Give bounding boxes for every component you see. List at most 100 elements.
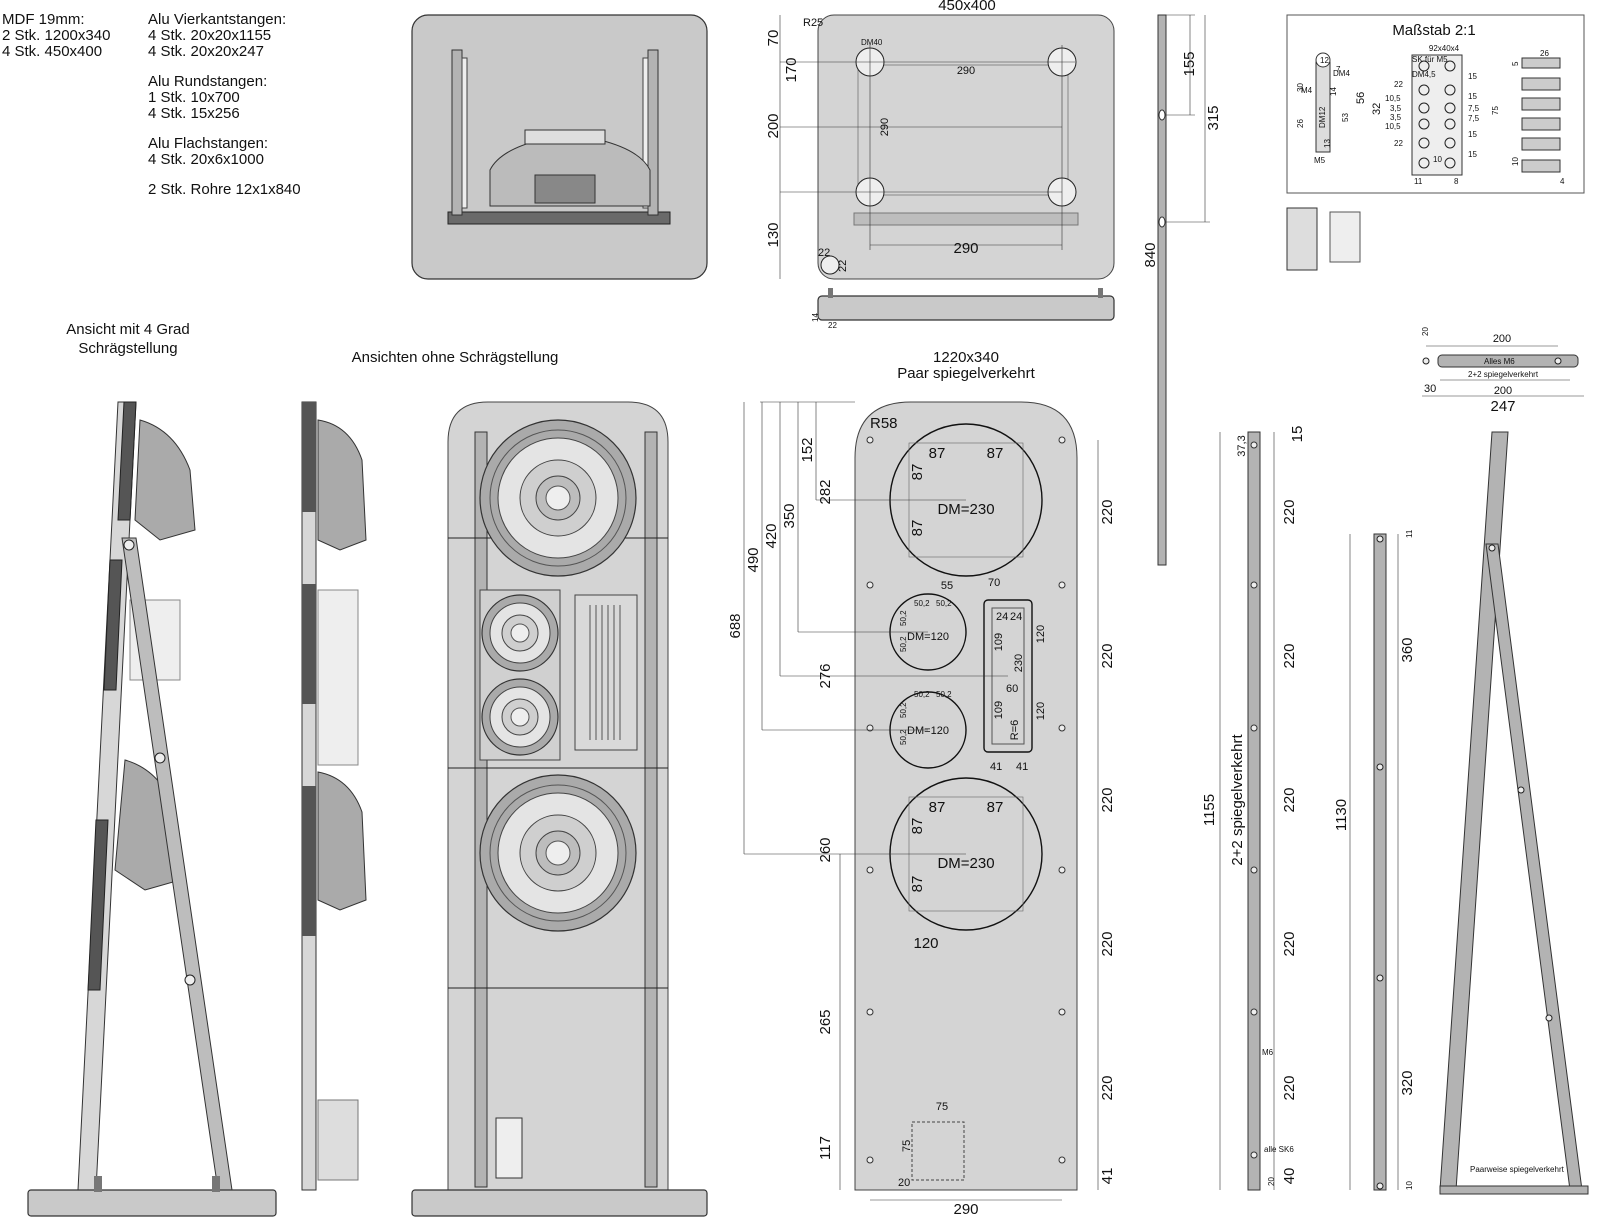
scale-d75: 75 xyxy=(1491,106,1500,115)
bottom-290: 290 xyxy=(953,1201,978,1218)
w2-87a: 87 xyxy=(929,799,946,816)
plate-size: 92x40x4 xyxy=(1429,44,1460,53)
flat-220d: 220 xyxy=(1281,931,1298,956)
base-plate-title: 450x400 xyxy=(938,0,996,14)
w1-87d: 87 xyxy=(909,520,926,537)
front-r58: R58 xyxy=(870,415,898,432)
right-220d: 220 xyxy=(1099,931,1116,956)
flat-220a: 220 xyxy=(1281,499,1298,524)
view-title-tilt-2: Schrägstellung xyxy=(78,340,177,357)
tw-70: 70 xyxy=(988,577,1000,589)
w2-87b: 87 xyxy=(987,799,1004,816)
tw-230: 230 xyxy=(1013,654,1025,672)
flat-bars-title: Alu Flachstangen: xyxy=(148,135,268,152)
base-dim-200: 200 xyxy=(765,113,782,138)
m1-502c: 50,2 xyxy=(899,610,908,626)
scale-d22: 22 xyxy=(1394,80,1403,89)
flat-1155: 1155 xyxy=(1201,794,1218,826)
top-side-view xyxy=(411,14,708,280)
dim-117: 117 xyxy=(817,1136,834,1160)
w1-87a: 87 xyxy=(929,445,946,462)
dim-350: 350 xyxy=(781,503,798,528)
flat-bar-1: 4 Stk. 20x6x1000 xyxy=(148,151,264,168)
flat-220b: 220 xyxy=(1281,643,1298,668)
round-bars-title: Alu Rundstangen: xyxy=(148,73,267,90)
top-side-view-post-left xyxy=(451,49,463,216)
scale-d56: 56 xyxy=(1355,92,1367,104)
tw-41b: 41 xyxy=(1016,761,1028,773)
brace-360: 360 xyxy=(1399,637,1416,662)
scale-d15b: 15 xyxy=(1468,92,1477,101)
short-bar-drawing: 20 200 30 Alles M6 2+2 spiegelverkehrt 2… xyxy=(1421,327,1584,415)
short-alles: Alles M6 xyxy=(1484,357,1515,366)
tilted-base xyxy=(27,1189,277,1217)
w2-87d: 87 xyxy=(909,876,926,893)
dim-688: 688 xyxy=(727,613,744,638)
base-dim-22a: 22 xyxy=(818,247,830,259)
front-base xyxy=(411,1189,708,1217)
front-bar-left xyxy=(474,431,488,1188)
front-woofer-bottom xyxy=(479,774,637,932)
mid-55: 55 xyxy=(941,580,953,592)
brace-straight xyxy=(1373,533,1387,1191)
tube-drawing: 155 315 840 xyxy=(1142,14,1222,566)
base-dim-170: 170 xyxy=(783,57,800,82)
brace-pair: Paarweise spiegelverkehrt xyxy=(1470,1165,1565,1174)
front-terminal xyxy=(495,1117,523,1179)
scale-d15c: 15 xyxy=(1468,130,1477,139)
front-cutout-terminal xyxy=(911,1121,965,1181)
scale-d105a: 10,5 xyxy=(1385,94,1401,103)
m1-502d: 50,2 xyxy=(899,636,908,652)
m1-502b: 50,2 xyxy=(936,599,952,608)
scale-d32: 32 xyxy=(1371,103,1383,115)
dim-152: 152 xyxy=(799,437,816,462)
top-side-view-base xyxy=(447,211,671,225)
scale-d30: 30 xyxy=(1296,83,1305,92)
terminal-plate xyxy=(1411,54,1463,176)
flat-40: 40 xyxy=(1281,1168,1298,1185)
scale-m5: M5 xyxy=(1314,156,1326,165)
brace-11: 11 xyxy=(1405,529,1414,538)
base-dim-130: 130 xyxy=(765,222,782,247)
w2-87c: 87 xyxy=(909,818,926,835)
flat-sk6: alle SK6 xyxy=(1264,1145,1294,1154)
scale-d11: 11 xyxy=(1414,177,1423,186)
m2-502d: 50,2 xyxy=(899,729,908,745)
front-bar-right xyxy=(644,431,658,1188)
view-title-tilt-1: Ansicht mit 4 Grad xyxy=(66,321,189,338)
front-mid-1 xyxy=(481,594,559,672)
short-247: 247 xyxy=(1490,398,1515,415)
straight-side-view xyxy=(301,401,367,1191)
tw-109b: 109 xyxy=(993,701,1005,719)
front-woofer-top xyxy=(479,419,637,577)
scale-d8: 8 xyxy=(1454,177,1459,186)
scale-r4: 4 xyxy=(1560,177,1565,186)
scale-d35a: 3,5 xyxy=(1390,104,1402,113)
scale-dm45: DM4,5 xyxy=(1412,70,1436,79)
dim-490: 490 xyxy=(745,547,762,572)
flat-220c: 220 xyxy=(1281,787,1298,812)
scale-d10: 10 xyxy=(1433,155,1442,164)
base-plate-drawing: 450x400 R25 DM40 290 290 290 70 170 200 … xyxy=(765,0,1115,330)
scale-m4: M4 xyxy=(1301,86,1313,95)
square-bars-title: Alu Vierkantstangen: xyxy=(148,11,286,28)
base-dim-22b: 22 xyxy=(837,260,849,272)
tw-120a: 120 xyxy=(1035,625,1047,643)
tw-24b: 24 xyxy=(1010,611,1022,623)
flat-bar xyxy=(1247,431,1261,1191)
mdf-title: MDF 19mm: xyxy=(2,11,85,28)
scale-d53: 53 xyxy=(1341,113,1350,122)
front-title-size: 1220x340 xyxy=(933,349,999,366)
brace-1130: 1130 xyxy=(1333,799,1350,831)
terminal-thumbnail xyxy=(1286,207,1318,271)
bottom-75b: 75 xyxy=(901,1140,913,1152)
right-41: 41 xyxy=(1099,1168,1116,1185)
scale-d105b: 10,5 xyxy=(1385,122,1401,131)
scale-d15a: 15 xyxy=(1468,72,1477,81)
flat-220e: 220 xyxy=(1281,1075,1298,1100)
brace-10: 10 xyxy=(1405,1181,1414,1190)
base-dim-70: 70 xyxy=(765,30,782,47)
binding-posts xyxy=(1521,57,1561,173)
scale-d35b: 3,5 xyxy=(1390,113,1402,122)
